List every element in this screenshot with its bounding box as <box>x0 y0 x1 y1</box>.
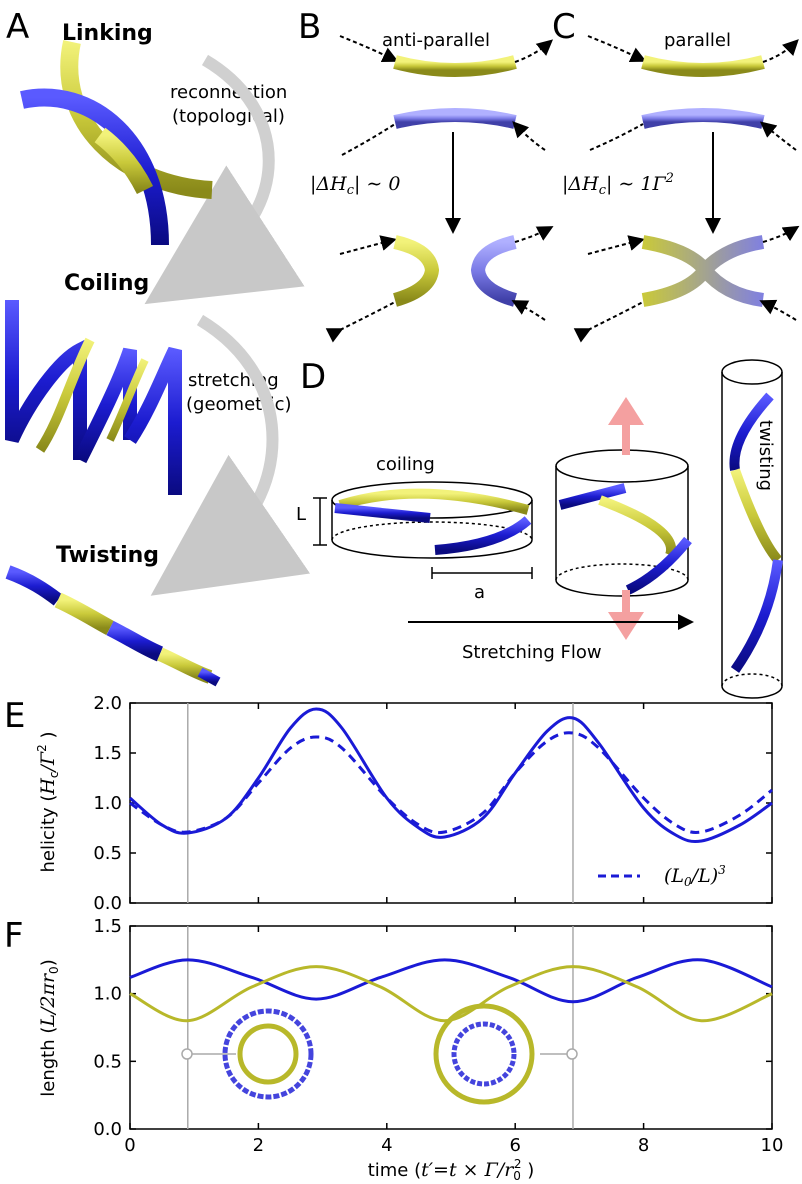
reconnection-arrow <box>144 54 305 305</box>
f-ring-inset-2 <box>433 1003 578 1105</box>
panel-letter-f: F <box>4 916 24 956</box>
ytick-label: 2.0 <box>93 693 122 714</box>
xtick-label: 2 <box>253 1135 264 1156</box>
series-line-e-1 <box>129 731 773 835</box>
xtick-label: 6 <box>509 1135 520 1156</box>
series-line-e-0 <box>129 707 773 844</box>
c-equation: |ΔHc| ∼ 1Γ2 <box>562 171 674 198</box>
ytick-label: 0.5 <box>93 1051 122 1072</box>
linking-label: Linking <box>62 21 153 46</box>
panel-letter-e: E <box>4 696 25 736</box>
panel-b: B anti-parallel |ΔHc| ∼ 0 <box>298 7 554 343</box>
xtick-label: 0 <box>124 1135 135 1156</box>
panel-letter-d: D <box>300 357 326 397</box>
f-axes-frame <box>129 925 773 1130</box>
svg-text:helicity (Hc/Γ2 ): helicity (Hc/Γ2 ) <box>35 731 61 872</box>
ytick-label: 1.5 <box>93 916 122 937</box>
b-right-reconnected <box>470 235 518 307</box>
ytick-label: 0.0 <box>93 1119 122 1140</box>
reconnection-label: reconnection <box>170 82 287 103</box>
c-yellow-tube <box>641 55 765 77</box>
pull-arrow-down <box>608 590 644 640</box>
panel-f-chart: F 0.0 0.5 1.0 1.5 0 2 4 6 8 10 length (L/2πr0) ti… <box>4 916 783 1183</box>
linking-blue-ring <box>20 88 169 246</box>
ytick-label: 1.0 <box>93 793 122 814</box>
b-yellow-tube <box>393 55 517 77</box>
panel-letter-c: C <box>552 7 576 47</box>
e-ylabel: helicity (Hc/Γ2 ) <box>35 731 61 872</box>
e-legend: (L0/L)3 <box>598 863 726 889</box>
c-blue-tube <box>641 108 765 129</box>
ytick-label: 0.0 <box>93 893 122 914</box>
b-left-reconnected <box>392 235 440 307</box>
ytick-label: 1.5 <box>93 743 122 764</box>
svg-text:|ΔHc| ∼ 0: |ΔHc| ∼ 0 <box>310 173 400 198</box>
svg-text:time (t′=t × Γ/r02 ): time (t′=t × Γ/r02 ) <box>368 1157 535 1183</box>
coil-ribbon <box>5 300 182 495</box>
svg-text:|ΔHc| ∼ 1Γ2: |ΔHc| ∼ 1Γ2 <box>562 171 674 198</box>
pull-arrow-up <box>608 397 644 455</box>
panel-letter-b: B <box>298 7 321 47</box>
ytick-label: 1.0 <box>93 984 122 1005</box>
svg-text:(L0/L)3: (L0/L)3 <box>664 863 726 889</box>
panel-d: D coiling L a <box>296 357 783 699</box>
f-xlabel: time (t′=t × Γ/r02 ) <box>368 1157 535 1183</box>
coiling-label: Coiling <box>64 271 149 296</box>
stretching-flow-label: Stretching Flow <box>462 642 602 663</box>
xtick-label: 10 <box>761 1135 784 1156</box>
a-label: a <box>474 582 485 603</box>
series-line-f-0 <box>129 958 773 1004</box>
f-ylabel: length (L/2πr0) <box>37 959 61 1096</box>
b-equation: |ΔHc| ∼ 0 <box>310 173 400 198</box>
anti-parallel-title: anti-parallel <box>382 30 490 51</box>
f-ring-inset-1 <box>181 1008 314 1100</box>
panel-e-chart: E 0.0 0.5 1.0 1.5 2.0 helicity (Hc/Γ2 ) (L0/… <box>4 693 773 914</box>
l-label: L <box>296 504 306 525</box>
twisting-label: Twisting <box>56 543 159 568</box>
panel-c: C parallel |ΔHc| ∼ 1Γ2 <box>552 7 800 343</box>
coiling-cylinder-label: coiling <box>376 454 435 475</box>
stretching-arrow <box>150 314 311 596</box>
svg-text:length (L/2πr0): length (L/2πr0) <box>37 959 61 1096</box>
parallel-title: parallel <box>664 30 731 51</box>
xtick-label: 4 <box>381 1135 392 1156</box>
xtick-label: 8 <box>638 1135 649 1156</box>
b-blue-tube <box>393 108 517 129</box>
linking-yellow-overlap <box>94 127 154 195</box>
panel-letter-a: A <box>6 7 29 47</box>
twisting-cylinder-label: twisting <box>755 420 776 491</box>
c-crossing-b <box>641 235 765 307</box>
ytick-label: 0.5 <box>93 843 122 864</box>
series-line-f-1 <box>129 965 773 1023</box>
panel-a: A Linking Coiling Twisting reconnection … <box>5 7 311 687</box>
twist-ribbon <box>5 565 221 687</box>
